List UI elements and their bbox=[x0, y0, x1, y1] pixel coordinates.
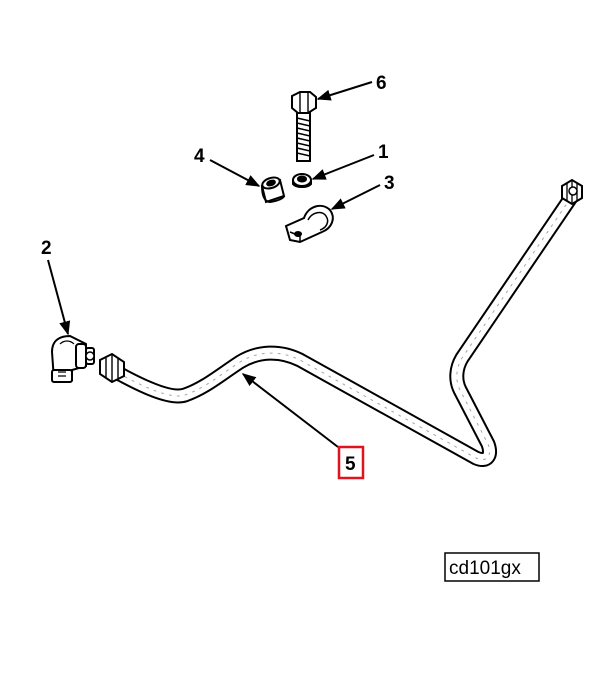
highlight-box[interactable] bbox=[337, 445, 365, 480]
callout-3: 3 bbox=[384, 173, 395, 194]
callout-2: 2 bbox=[41, 238, 52, 259]
leader-2 bbox=[47, 259, 71, 336]
leader-3 bbox=[330, 184, 381, 210]
fuel-tube bbox=[110, 188, 580, 467]
right-tube-nut bbox=[561, 178, 583, 206]
callout-6: 6 bbox=[376, 73, 387, 94]
drawing-code-box bbox=[444, 552, 540, 582]
leader-6 bbox=[316, 81, 373, 101]
spacer-sleeve bbox=[260, 176, 286, 204]
bolt bbox=[291, 91, 317, 162]
callout-4: 4 bbox=[194, 146, 205, 167]
elbow-fitting bbox=[50, 334, 95, 383]
leader-4 bbox=[209, 159, 261, 187]
drawing-code: cd101gx bbox=[449, 558, 521, 579]
clamp bbox=[284, 204, 334, 244]
leader-arrows bbox=[47, 81, 381, 448]
callout-1: 1 bbox=[378, 142, 389, 163]
leader-5 bbox=[241, 373, 339, 448]
leader-1 bbox=[311, 154, 375, 180]
callout-5[interactable]: 5 bbox=[345, 454, 356, 475]
washer bbox=[292, 173, 312, 188]
left-tube-nut bbox=[99, 352, 125, 384]
